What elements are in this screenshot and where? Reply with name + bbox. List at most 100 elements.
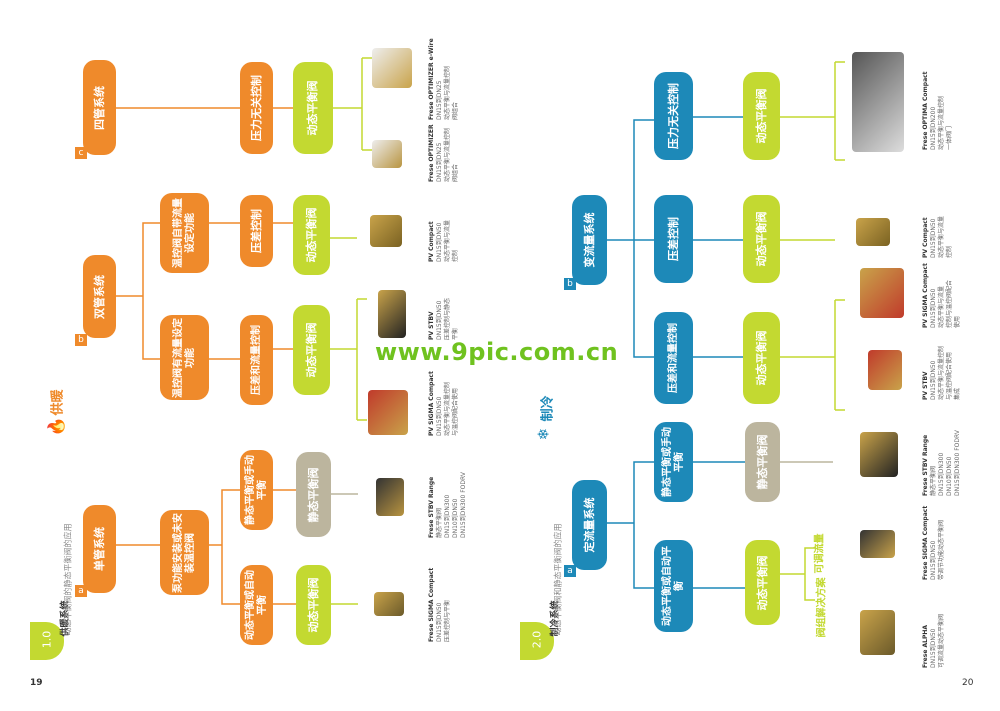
heating-section-subtitle: 动态平衡阀的静态平衡阀的应用 [63,523,73,636]
cooling-b-valve-2-label: 动态平衡阀 [754,211,768,267]
cooling-option-adjustable: 可调流量 [814,533,826,574]
heating-system-a-label: 单管系统 [92,527,106,571]
heating-b-sub-2-label: 温控阀自带流量设定功能 [172,198,196,268]
heating-system-c-letter: c [75,147,87,159]
product-image-sigma-compact [374,592,404,616]
cooling-b-valve-2-box: 动态平衡阀 [743,195,780,283]
product-image-cool-pv-compact [856,218,890,246]
cooling-option-valve-set: 阀组解决方案 [816,577,828,638]
product-image-cool-stbv-range [860,432,898,477]
heating-b-valve-2-box: 动态平衡阀 [293,195,330,275]
heating-system-a-letter: a [75,585,87,597]
heating-badge-label: 供暖 [50,389,66,416]
cooling-system-a-box: 定流量系统 [572,480,607,570]
heating-a-valve-2-label: 静态平衡阀 [306,467,320,522]
product-image-cool-pv-stbv [868,350,902,390]
product-image-pv-compact [370,215,402,247]
heating-b-branch-2-box: 压差控制 [240,195,273,267]
cooling-b-branch-1-box: 压差和流量控制 [654,312,693,404]
cooling-a-branch-2-label: 静态平衡或手动平衡 [661,427,685,497]
heating-c-valve-label: 动态平衡阀 [306,80,319,136]
product-image-stbv-range [376,478,404,516]
product-image-pv-sigma-compact [368,390,408,435]
product-image-cool-sigma-compact [860,530,895,558]
cooling-b-branch-2-label: 压差控制 [666,217,680,261]
cooling-section-subtitle: 动态平衡阀和静态平衡阀的应用 [553,523,563,636]
cooling-b-branch-1-label: 压差和流量控制 [667,323,679,393]
product-image-optimizer [372,140,402,168]
cooling-a-branch-1-label: 动态平衡或自动平衡 [661,546,685,626]
cooling-a-valve-1-label: 动态平衡阀 [755,555,769,610]
heating-b-sub-1-label: 温控阀有流量设定功能 [172,317,196,398]
cooling-b-valve-1-box: 动态平衡阀 [743,312,780,404]
cooling-system-b-label: 变流量系统 [582,212,596,268]
cooling-system-a-letter: a [564,565,576,577]
cooling-b-valve-3-box: 动态平衡阀 [743,72,780,160]
snowflake-icon: ❄ [534,427,553,441]
cooling-badge-label: 制冷 [540,395,556,422]
heating-a-branch-2-label: 静态平衡或手动平衡 [244,455,268,525]
heating-system-b-box: 双管系统 [83,255,116,338]
heating-b-branch-1-label: 压差和流量控制 [250,325,262,395]
product-image-pv-stbv [378,290,406,338]
watermark-text: www.9pic.com.cn [375,338,619,366]
heating-section-number: 1.0 [40,630,54,649]
product-image-cool-pv-sigma [860,268,904,318]
heating-a-branch-2-box: 静态平衡或手动平衡 [240,450,273,530]
heating-section-number-tab [30,622,64,660]
heating-a-sub-box: 泵功能安装或未安装温控阀 [160,510,209,595]
heating-b-valve-1-box: 动态平衡阀 [293,305,330,395]
heating-a-branch-1-label: 动态平衡或自动平衡 [244,570,268,640]
heating-c-branch-label: 压力无关控制 [249,75,263,141]
cooling-a-valve-2-label: 静态平衡阀 [755,434,769,490]
heating-a-branch-1-box: 动态平衡或自动平衡 [240,565,273,645]
cooling-a-branch-1-box: 动态平衡或自动平衡 [654,540,693,632]
cooling-b-branch-2-box: 压差控制 [654,195,693,283]
cooling-b-branch-3-label: 压力无关控制 [666,83,680,149]
heating-system-c-label: 四管系统 [92,85,106,130]
product-image-optima-compact [852,52,904,152]
page-number-left: 19 [30,678,43,688]
cooling-section-number-tab [520,622,554,660]
heating-b-branch-1-box: 压差和流量控制 [240,315,273,405]
heating-b-valve-1-label: 动态平衡阀 [304,322,318,378]
heating-c-branch-box: 压力无关控制 [240,62,273,154]
product-image-alpha [860,610,895,655]
heating-a-valve-1-box: 动态平衡阀 [296,565,331,645]
heating-b-branch-2-label: 压差控制 [249,209,263,253]
heating-b-sub-1-box: 温控阀有流量设定功能 [160,315,209,400]
heating-system-b-letter: b [75,334,87,346]
cooling-a-valve-2-box: 静态平衡阀 [745,422,780,502]
cooling-section-number: 2.0 [530,630,544,649]
heating-system-b-label: 双管系统 [92,274,106,319]
flame-icon: 🔥 [46,416,66,437]
heating-system-a-box: 单管系统 [83,505,116,593]
heating-b-sub-2-box: 温控阀自带流量设定功能 [160,193,209,273]
cooling-a-branch-2-box: 静态平衡或手动平衡 [654,422,693,502]
cooling-b-branch-3-box: 压力无关控制 [654,72,693,160]
heating-b-valve-2-label: 动态平衡阀 [304,207,318,263]
cooling-system-b-letter: b [564,278,576,290]
cooling-system-b-box: 变流量系统 [572,195,607,285]
cooling-system-a-label: 定流量系统 [582,497,596,553]
cooling-a-valve-1-box: 动态平衡阀 [745,540,780,625]
heating-a-valve-1-label: 动态平衡阀 [306,577,320,633]
cooling-b-valve-1-label: 动态平衡阀 [754,330,768,386]
cooling-b-valve-3-label: 动态平衡阀 [754,88,768,144]
page-number-right: 20 [962,678,974,688]
product-image-optimizer-ewire [372,48,412,88]
